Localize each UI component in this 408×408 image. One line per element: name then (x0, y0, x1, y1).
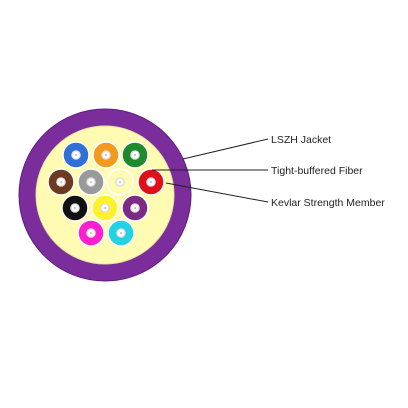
fiber-label: Tight-buffered Fiber (271, 165, 363, 177)
red-fiber (137, 168, 165, 196)
blue-fiber-center-dot (74, 153, 78, 157)
kevlar-leader-line (165, 182, 269, 203)
rose-fiber-center-dot (89, 231, 93, 235)
black-fiber-center-dot (73, 206, 77, 210)
jacket-leader-line (182, 138, 269, 160)
center-fiber (106, 168, 134, 196)
black-fiber (61, 194, 89, 222)
red-fiber-center-dot (149, 180, 153, 184)
yellow-fiber-center-dot (103, 206, 107, 210)
brown-fiber-center-dot (59, 180, 63, 184)
slate-fiber (77, 168, 105, 196)
orange-fiber-center-dot (104, 153, 108, 157)
aqua-fiber (107, 219, 135, 247)
jacket-label: LSZH Jacket (271, 134, 331, 146)
slate-fiber-center-dot (89, 180, 93, 184)
orange-fiber (92, 141, 120, 169)
fiber-group (47, 141, 165, 247)
aqua-fiber-center-dot (119, 231, 123, 235)
brown-fiber (47, 168, 75, 196)
blue-fiber (62, 141, 90, 169)
center-fiber-center-dot (118, 180, 122, 184)
yellow-fiber (91, 194, 119, 222)
green-fiber-center-dot (133, 153, 137, 157)
kevlar-label: Kevlar Strength Member (271, 197, 385, 209)
violet-fiber-center-dot (133, 206, 137, 210)
green-fiber (121, 141, 149, 169)
rose-fiber (77, 219, 105, 247)
violet-fiber (121, 194, 149, 222)
